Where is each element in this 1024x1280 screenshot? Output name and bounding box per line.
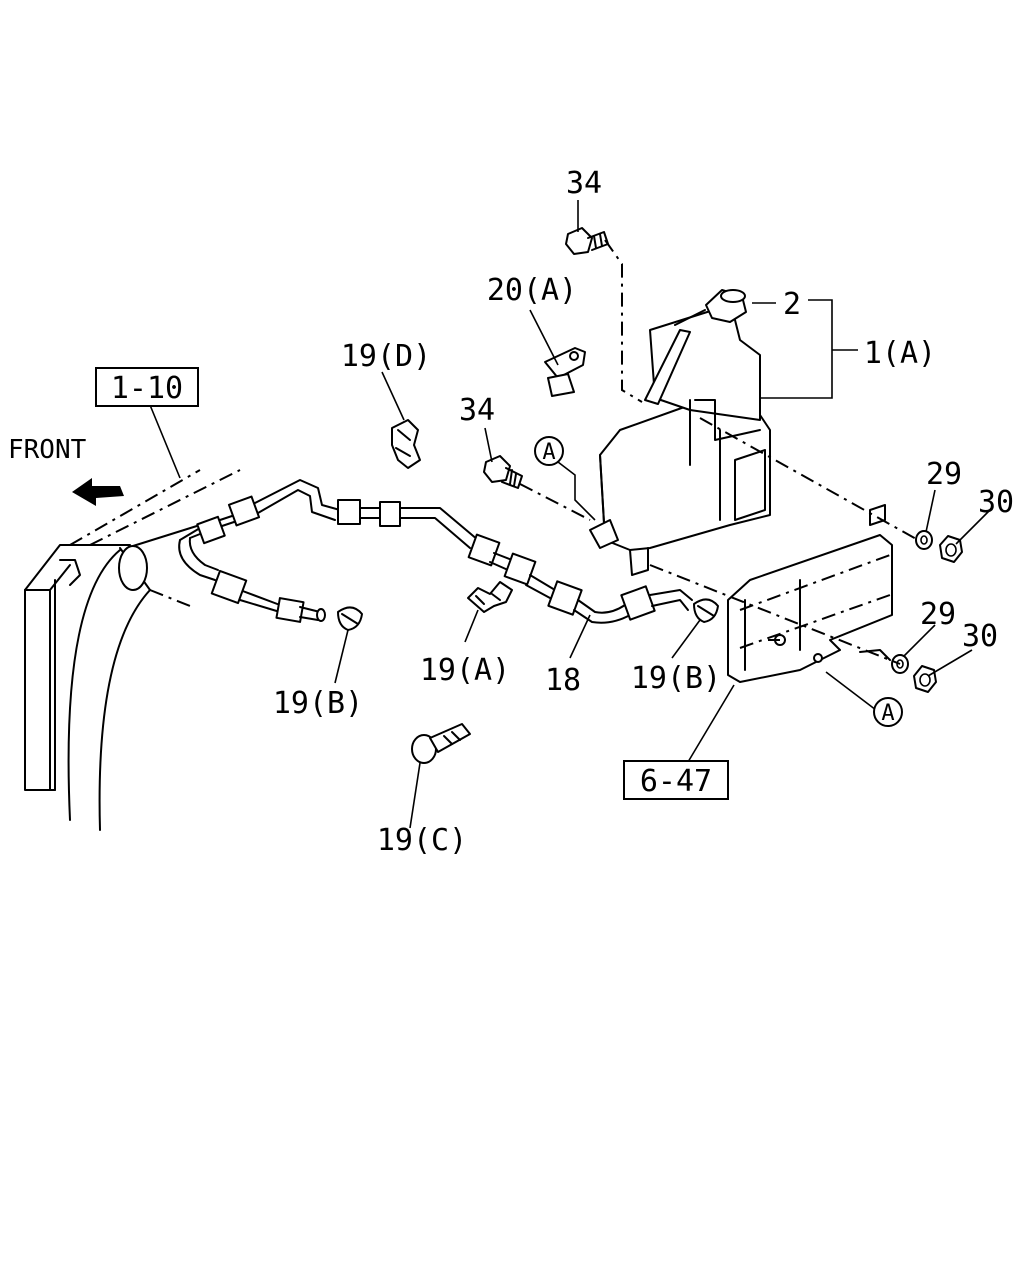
part-19a-label: 19(A): [420, 653, 510, 688]
leader-lines: [149, 200, 991, 829]
ref-6-47-label: 6-47: [640, 764, 712, 799]
part-2-label: 2: [783, 287, 801, 322]
bracket-20a: [544, 347, 586, 397]
bolt-34-mid: [483, 455, 523, 489]
hose-left: [178, 479, 693, 624]
clamp-19a: [467, 581, 513, 613]
part-20a-label: 20(A): [487, 273, 577, 308]
front-arrow-icon: [72, 478, 124, 506]
part-30-bottom-label: 30: [962, 619, 998, 654]
washer-29-top: [915, 530, 933, 550]
callout-a-bottom: A: [873, 697, 903, 727]
part-19b-right-label: 19(B): [631, 661, 721, 696]
radiator-frame: [24, 469, 241, 831]
part-19b-left-label: 19(B): [273, 686, 363, 721]
ref-box-6-47: 6-47: [623, 760, 729, 800]
callout-a-bottom-label: A: [881, 701, 894, 726]
reservoir-tank: [589, 289, 771, 576]
front-label: FRONT: [8, 435, 87, 465]
part-1a-label: 1(A): [864, 336, 936, 371]
mount-bracket: [727, 504, 893, 683]
clamp-19b-right: [693, 598, 719, 623]
callout-a-top-label: A: [542, 440, 555, 465]
bolt-34-top: [565, 227, 609, 255]
ref-1-10-label: 1-10: [111, 371, 183, 406]
callout-a-top: A: [534, 436, 564, 466]
part-29-bottom-label: 29: [920, 597, 956, 632]
nut-30-bottom: [913, 665, 937, 693]
part-19c-label: 19(C): [377, 823, 467, 858]
ref-box-1-10: 1-10: [95, 367, 199, 407]
clamp-19d: [391, 419, 421, 469]
part-30-top-label: 30: [978, 485, 1014, 520]
part-19d-label: 19(D): [341, 339, 431, 374]
part-34-mid-label: 34: [459, 393, 495, 428]
clamp-19c: [411, 723, 471, 764]
nut-30-top: [939, 535, 963, 563]
part-34-top-label: 34: [566, 166, 602, 201]
part-18-label: 18: [545, 663, 581, 698]
part-29-top-label: 29: [926, 457, 962, 492]
clamp-19b-left: [337, 606, 363, 631]
